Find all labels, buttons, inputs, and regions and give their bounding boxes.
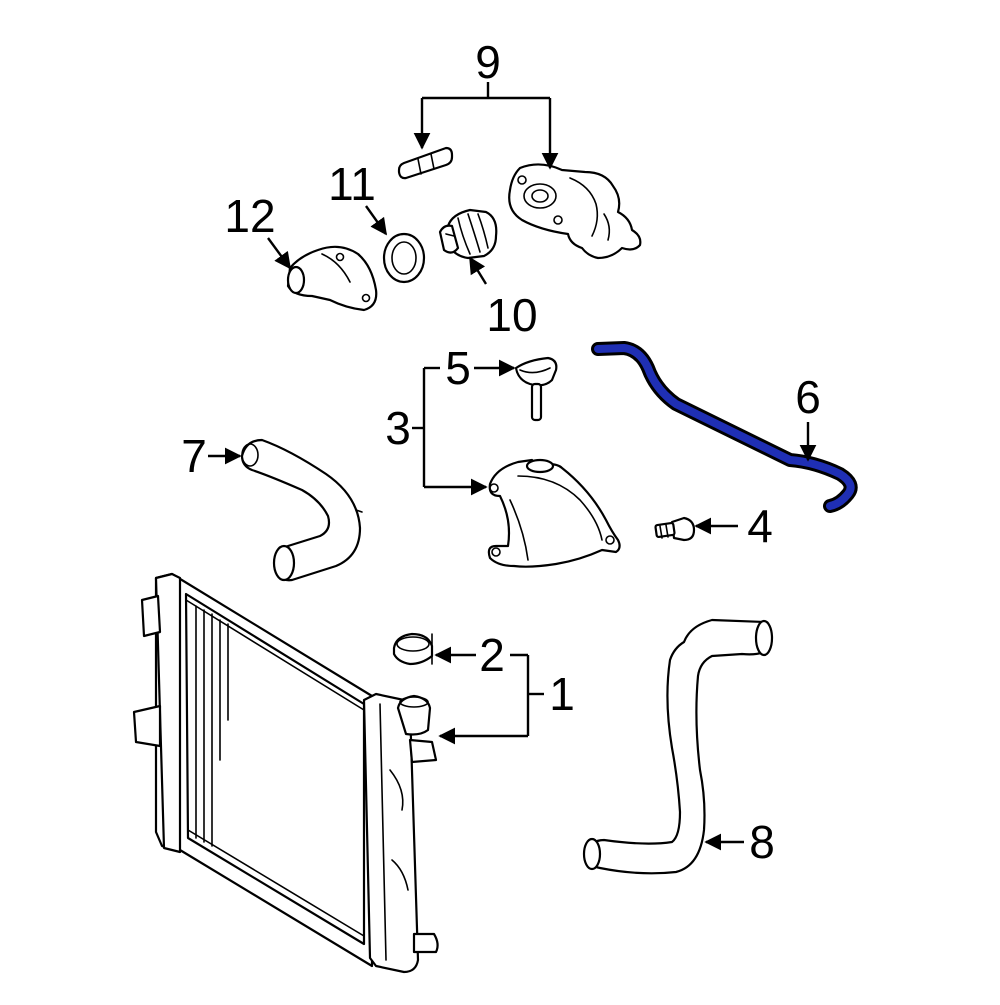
callout-2: 2 bbox=[479, 629, 505, 681]
lower-radiator-hose-part[interactable] bbox=[582, 618, 774, 875]
callout-5: 5 bbox=[445, 342, 471, 394]
water-inlet-part[interactable] bbox=[286, 245, 378, 312]
upper-radiator-hose-part[interactable] bbox=[240, 438, 363, 582]
overflow-hose-part[interactable] bbox=[591, 341, 858, 513]
callout-12: 12 bbox=[224, 190, 275, 242]
callout-3: 3 bbox=[385, 402, 411, 454]
callout-labels: 9 11 12 10 5 3 6 7 4 2 1 8 bbox=[181, 36, 821, 868]
callout-7: 7 bbox=[181, 430, 207, 482]
callout-6: 6 bbox=[795, 371, 821, 423]
connector-pipe-part[interactable] bbox=[397, 146, 454, 180]
water-outlet-housing-part[interactable] bbox=[508, 163, 642, 260]
callout-11: 11 bbox=[328, 158, 376, 210]
radiator-fins bbox=[185, 599, 365, 937]
reservoir-cap-part[interactable] bbox=[514, 356, 558, 422]
thermostat-part[interactable] bbox=[438, 208, 498, 260]
radiator-part[interactable] bbox=[132, 572, 439, 974]
callout-9: 9 bbox=[475, 36, 501, 88]
callout-4: 4 bbox=[747, 500, 773, 552]
callout-8: 8 bbox=[749, 816, 775, 868]
leader-lines bbox=[208, 82, 817, 851]
overflow-hose-highlight bbox=[594, 344, 855, 510]
callout-10: 10 bbox=[486, 289, 537, 341]
gasket-part[interactable] bbox=[382, 232, 426, 284]
callout-1: 1 bbox=[549, 668, 575, 720]
radiator-cap-part[interactable] bbox=[392, 632, 434, 666]
reservoir-tank-part[interactable] bbox=[487, 458, 621, 568]
bolt-part[interactable] bbox=[654, 516, 696, 542]
